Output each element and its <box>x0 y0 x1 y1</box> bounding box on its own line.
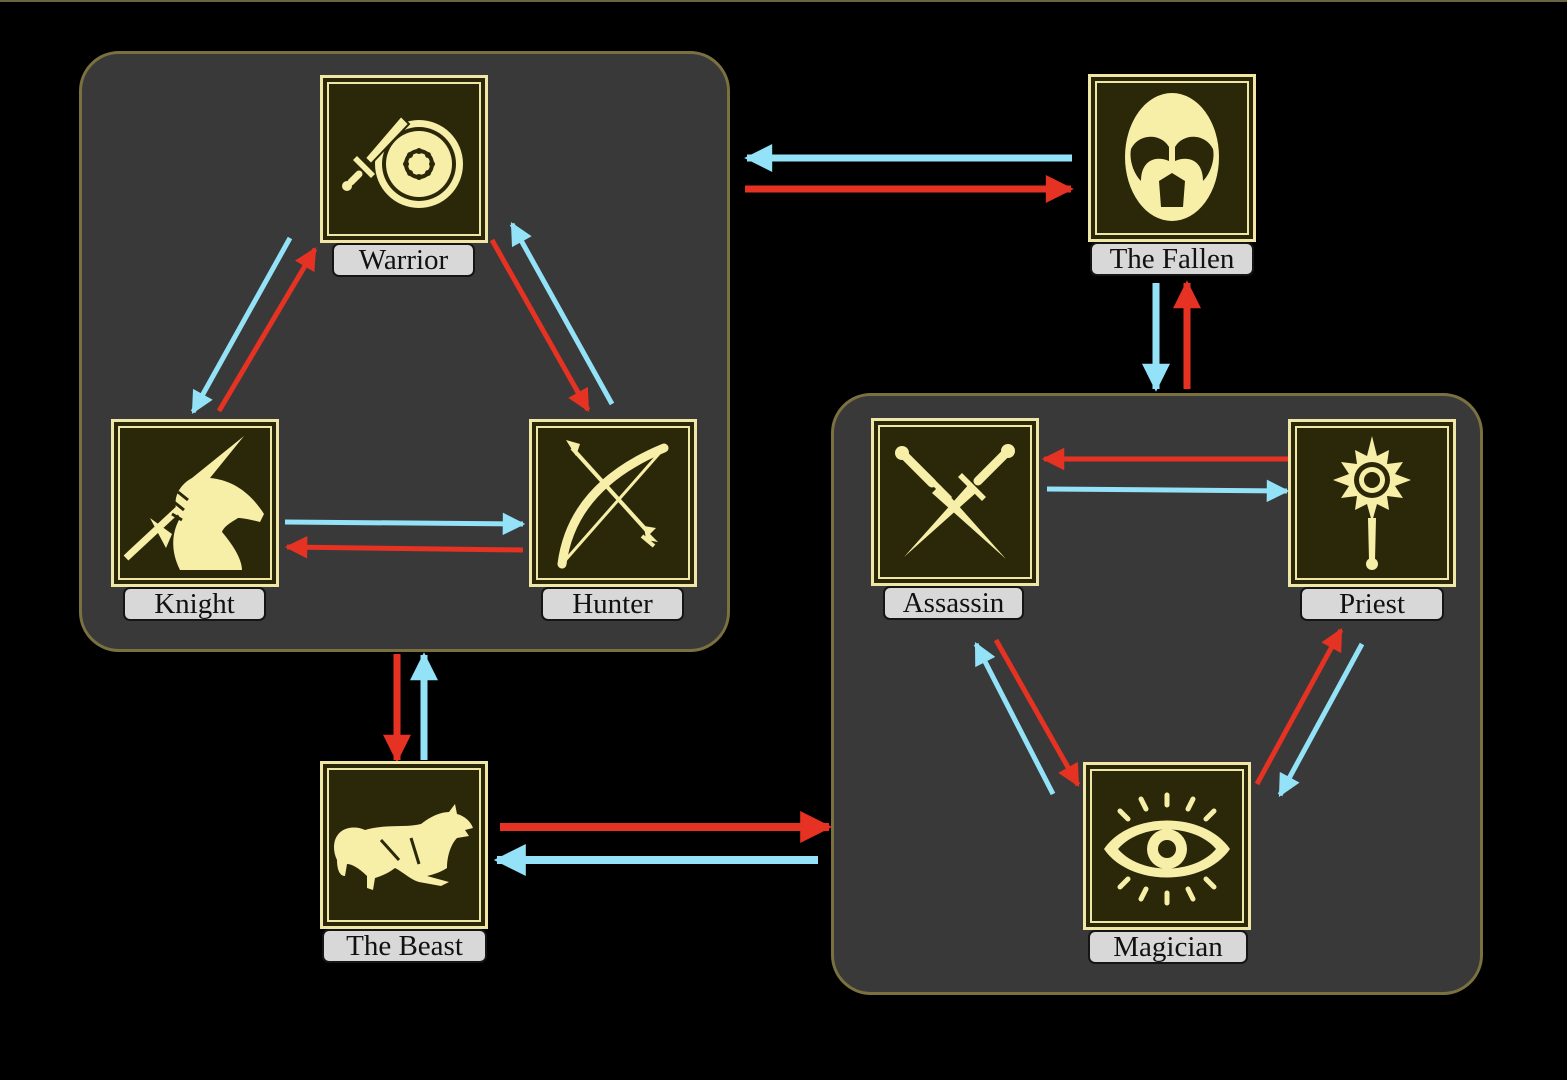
arrow-knight-to-hunter <box>284 512 526 536</box>
top-border-line <box>0 0 1567 2</box>
eye-icon <box>1104 792 1230 906</box>
label-assassin: Assassin <box>883 586 1024 620</box>
crossed-daggers-icon <box>895 444 1015 559</box>
arrow-warrior-to-knight <box>190 236 293 414</box>
tile-beast <box>320 761 488 929</box>
arrow-magician-to-assassin <box>973 641 1056 796</box>
label-magician: Magician <box>1088 930 1248 964</box>
tile-magician <box>1083 762 1251 930</box>
label-knight: Knight <box>123 587 266 621</box>
arrow-warrior-to-hunter <box>489 238 591 412</box>
unicorn-knight-icon <box>123 436 264 570</box>
sword-and-shield-icon <box>342 114 463 208</box>
arrow-assassin-to-magician <box>993 638 1081 787</box>
tile-priest <box>1288 419 1456 587</box>
helmet-mask-icon <box>1125 93 1219 221</box>
sun-mace-icon <box>1333 436 1411 570</box>
wolf-icon <box>334 804 473 890</box>
arrow-hunter-to-knight <box>284 536 524 559</box>
label-warrior: Warrior <box>332 243 475 277</box>
arrow-assassin-to-priest <box>1046 479 1290 503</box>
bow-and-arrow-icon <box>557 440 669 569</box>
tile-fallen <box>1088 74 1256 242</box>
tile-knight <box>111 419 279 587</box>
label-priest: Priest <box>1300 587 1444 621</box>
arrow-hunter-to-warrior <box>509 222 615 406</box>
tile-hunter <box>529 419 697 587</box>
label-hunter: Hunter <box>541 587 684 621</box>
arrow-priest-to-magician <box>1277 642 1365 797</box>
arrow-knight-to-warrior <box>216 247 318 413</box>
tile-warrior <box>320 75 488 243</box>
label-beast: The Beast <box>322 929 487 963</box>
arrow-magician-to-priest <box>1254 628 1344 786</box>
tile-assassin <box>871 418 1039 586</box>
label-fallen: The Fallen <box>1090 242 1254 276</box>
